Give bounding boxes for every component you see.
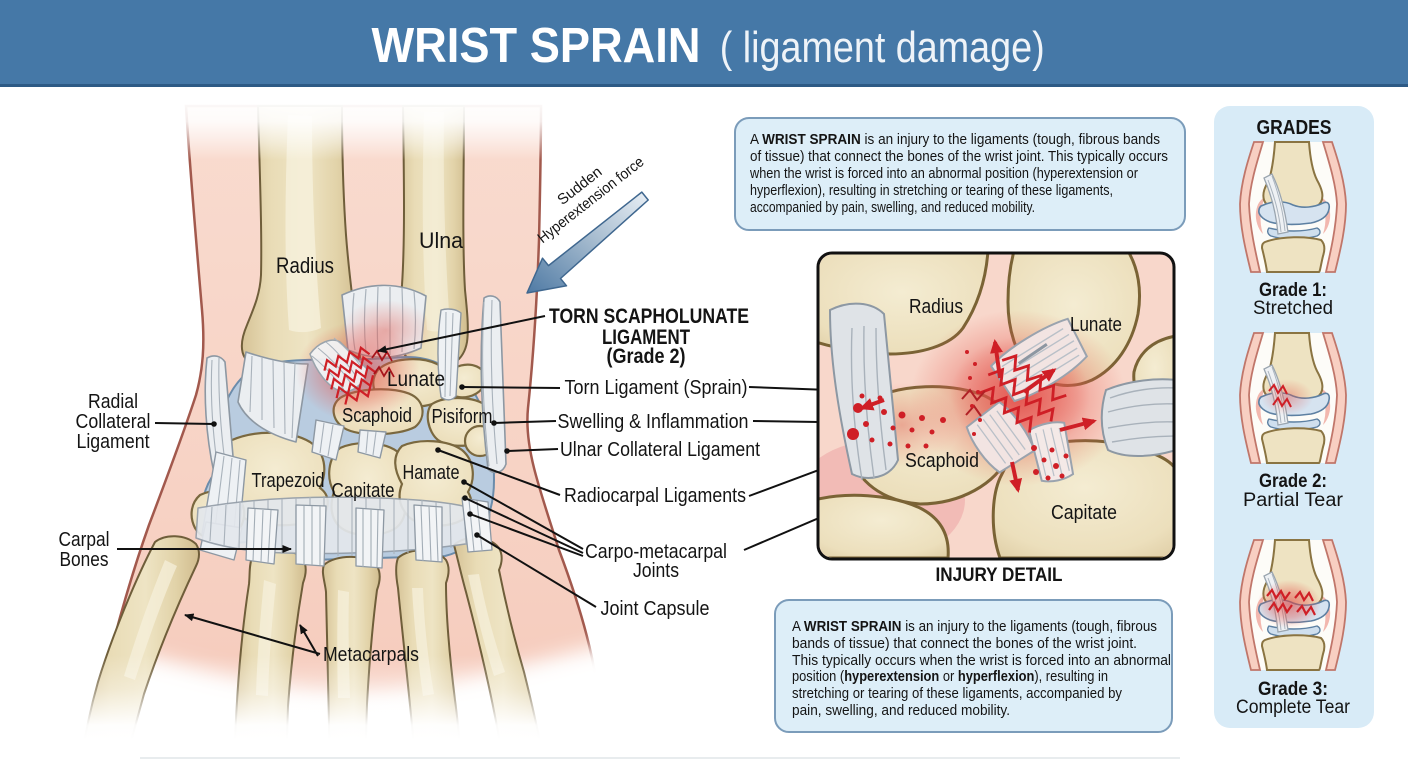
svg-text:Metacarpals: Metacarpals <box>323 644 419 666</box>
svg-text:of tissue) that connect the bo: of tissue) that connect the bones of the… <box>750 148 1168 165</box>
svg-text:Ulnar Collateral Ligament: Ulnar Collateral Ligament <box>560 438 760 461</box>
svg-text:Capitate: Capitate <box>1051 502 1117 524</box>
svg-text:hyperflexion), resulting in st: hyperflexion), resulting in stretching o… <box>750 182 1113 199</box>
svg-text:bands of tissue) that connect: bands of tissue) that connect the bones … <box>792 635 1137 652</box>
svg-text:Swelling & Inflammation: Swelling & Inflammation <box>558 410 749 433</box>
svg-text:Torn Ligament (Sprain): Torn Ligament (Sprain) <box>565 376 748 399</box>
svg-text:Grade 2:: Grade 2: <box>1259 471 1327 492</box>
svg-text:A WRIST SPRAIN is an injury to: A WRIST SPRAIN is an injury to the ligam… <box>750 131 1160 148</box>
svg-text:Hamate: Hamate <box>403 462 460 484</box>
svg-text:Grade 1:: Grade 1: <box>1259 280 1327 301</box>
svg-text:Joint Capsule: Joint Capsule <box>601 597 710 620</box>
svg-text:A WRIST SPRAIN is an injury to: A WRIST SPRAIN is an injury to the ligam… <box>792 618 1157 635</box>
svg-text:Collateral: Collateral <box>76 411 151 433</box>
svg-text:Scaphoid: Scaphoid <box>905 450 979 472</box>
svg-text:accompanied by pain, swelling,: accompanied by pain, swelling, and reduc… <box>750 199 1035 216</box>
svg-text:Radial: Radial <box>88 391 138 413</box>
svg-text:Bones: Bones <box>60 549 109 571</box>
svg-text:Carpal: Carpal <box>59 529 110 551</box>
svg-text:Radius: Radius <box>909 296 963 318</box>
svg-text:pain, swelling, and reduced mo: pain, swelling, and reduced mobility. <box>792 702 1010 719</box>
svg-text:Ulna: Ulna <box>419 228 464 253</box>
svg-text:TORN SCAPHOLUNATE: TORN SCAPHOLUNATE <box>549 305 749 328</box>
svg-text:This typically occurs when the: This typically occurs when the wrist is … <box>792 652 1171 669</box>
svg-text:( ligament damage): ( ligament damage) <box>720 23 1045 72</box>
svg-text:Carpo-metacarpal: Carpo-metacarpal <box>585 540 727 563</box>
svg-text:Scaphoid: Scaphoid <box>342 405 412 427</box>
svg-text:LIGAMENT: LIGAMENT <box>602 326 690 349</box>
svg-text:Pisiform: Pisiform <box>432 406 493 428</box>
svg-text:WRIST SPRAIN: WRIST SPRAIN <box>372 19 701 73</box>
svg-text:Complete Tear: Complete Tear <box>1236 697 1351 718</box>
svg-text:Trapezoid: Trapezoid <box>252 470 325 492</box>
svg-text:Ligament: Ligament <box>77 431 150 453</box>
svg-text:INJURY DETAIL: INJURY DETAIL <box>936 564 1063 586</box>
svg-text:Radius: Radius <box>276 253 334 278</box>
svg-text:(Grade 2): (Grade 2) <box>607 345 686 368</box>
svg-text:when the wrist is forced into: when the wrist is forced into an abnorma… <box>749 165 1138 182</box>
svg-text:Joints: Joints <box>633 559 679 582</box>
svg-text:Partial Tear: Partial Tear <box>1243 490 1344 511</box>
svg-text:Capitate: Capitate <box>332 480 395 502</box>
svg-text:stretching or tearing of these: stretching or tearing of these ligaments… <box>792 685 1122 702</box>
svg-text:GRADES: GRADES <box>1257 116 1332 139</box>
svg-text:Stretched: Stretched <box>1253 298 1333 319</box>
svg-text:Lunate: Lunate <box>387 368 445 391</box>
svg-text:position (hyperextension or hy: position (hyperextension or hyperflexion… <box>792 668 1108 685</box>
svg-text:Grade 3:: Grade 3: <box>1258 679 1328 700</box>
svg-text:Radiocarpal Ligaments: Radiocarpal Ligaments <box>564 484 746 507</box>
svg-text:Lunate: Lunate <box>1070 314 1122 336</box>
